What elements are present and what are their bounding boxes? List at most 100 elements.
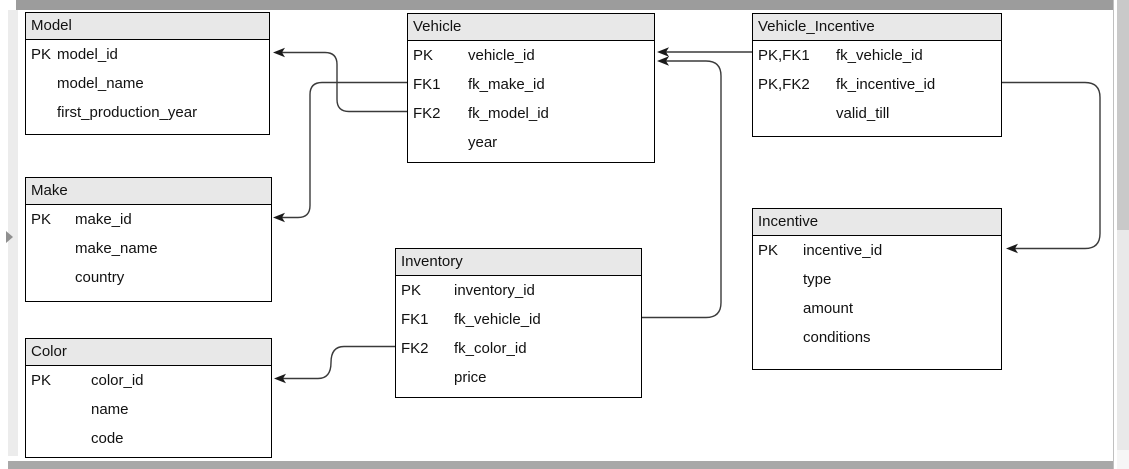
attribute-name: fk_vehicle_id	[836, 47, 923, 64]
key-label: FK2	[401, 340, 429, 357]
key-label	[26, 98, 57, 127]
table-row: FK2 fk_model_id	[408, 99, 654, 128]
table-row: year	[408, 128, 654, 157]
key-label: PK,FK1	[758, 47, 810, 64]
arrowhead-icon	[657, 56, 669, 66]
key-label: FK1	[401, 311, 429, 328]
vertical-scrollbar-end	[1117, 450, 1129, 469]
top-scrollbar-thumb[interactable]	[16, 0, 1113, 10]
attribute-name: model_id	[57, 46, 118, 63]
attribute-name: incentive_id	[803, 242, 883, 259]
vertical-scrollbar-track[interactable]	[1117, 230, 1129, 450]
table-row: valid_till	[753, 99, 1001, 128]
arrowhead-icon	[1006, 243, 1018, 254]
panel-expand-arrow-icon[interactable]	[6, 231, 13, 243]
table-row: amount	[753, 294, 1001, 323]
table-row: FK1 fk_make_id	[408, 70, 654, 99]
horizontal-scrollbar-thumb[interactable]	[8, 461, 1113, 469]
table-row: price	[396, 363, 641, 392]
key-label: PK,FK2	[758, 76, 810, 93]
key-label: PK	[413, 47, 434, 64]
canvas-right-border	[1113, 0, 1114, 469]
key-label: PK	[401, 282, 422, 299]
table-header[interactable]: Inventory	[396, 249, 641, 276]
attribute-name: fk_incentive_id	[836, 76, 936, 93]
arrowhead-icon	[657, 47, 669, 57]
key-label	[26, 395, 91, 424]
attribute-name: name	[91, 401, 129, 418]
attribute-name: year	[468, 134, 498, 151]
table-row: PK inventory_id	[396, 276, 641, 305]
key-label	[26, 69, 57, 98]
attribute-name: vehicle_id	[468, 47, 535, 64]
key-label	[408, 128, 468, 157]
key-label	[753, 323, 803, 352]
attribute-name: conditions	[803, 329, 871, 346]
table-row: name	[26, 395, 271, 424]
table-row: PK model_id	[26, 40, 269, 69]
table-header[interactable]: Color	[26, 339, 271, 366]
table-header[interactable]: Model	[26, 13, 269, 40]
table-row: country	[26, 263, 271, 292]
table-row: PK,FK2 fk_incentive_id	[753, 70, 1001, 99]
attribute-name: fk_vehicle_id	[454, 311, 541, 328]
attribute-name: make_name	[75, 240, 158, 257]
table-header[interactable]: Vehicle_Incentive	[753, 14, 1001, 41]
key-label	[753, 265, 803, 294]
table-row: type	[753, 265, 1001, 294]
key-label	[753, 294, 803, 323]
attribute-name: valid_till	[836, 105, 890, 122]
table-row: FK2 fk_color_id	[396, 334, 641, 363]
left-panel-strip	[8, 10, 18, 456]
attribute-name: fk_model_id	[468, 105, 549, 122]
table-row: PK,FK1 fk_vehicle_id	[753, 41, 1001, 70]
vertical-scrollbar-thumb[interactable]	[1117, 0, 1129, 230]
table-header[interactable]: Make	[26, 178, 271, 205]
table-row: FK1 fk_vehicle_id	[396, 305, 641, 334]
attribute-name: fk_make_id	[468, 76, 545, 93]
key-label: PK	[758, 242, 779, 259]
key-label: FK2	[413, 105, 441, 122]
key-label	[753, 99, 836, 128]
relationship-vehicleincentive-vehicle[interactable]	[657, 47, 752, 57]
relationship-vehicle-model[interactable]	[273, 47, 407, 113]
attribute-name: country	[75, 269, 125, 286]
arrowhead-icon	[273, 212, 285, 223]
arrowhead-icon	[274, 373, 286, 384]
attribute-name: inventory_id	[454, 282, 535, 299]
attribute-name: make_id	[75, 211, 132, 228]
attribute-name: color_id	[91, 372, 144, 389]
key-label	[26, 424, 91, 453]
table-row: code	[26, 424, 271, 453]
table-header[interactable]: Incentive	[753, 209, 1001, 236]
table-row: PK vehicle_id	[408, 41, 654, 70]
attribute-name: model_name	[57, 75, 144, 92]
attribute-name: code	[91, 430, 124, 447]
arrowhead-icon	[273, 47, 285, 58]
relationship-inventory-color[interactable]	[274, 345, 395, 384]
table-row: model_name	[26, 69, 269, 98]
key-label: FK1	[413, 76, 441, 93]
key-label	[26, 234, 75, 263]
table-row: first_production_year	[26, 98, 269, 127]
key-label	[396, 363, 454, 392]
attribute-name: fk_color_id	[454, 340, 527, 357]
table-header[interactable]: Vehicle	[408, 14, 654, 41]
relationship-vehicle-make[interactable]	[273, 81, 407, 223]
key-label	[26, 263, 75, 292]
relationship-vehicleincentive-incentive[interactable]	[1002, 81, 1101, 254]
key-label: PK	[31, 46, 52, 63]
attribute-name: amount	[803, 300, 854, 317]
table-row: make_name	[26, 234, 271, 263]
table-row: conditions	[753, 323, 1001, 352]
